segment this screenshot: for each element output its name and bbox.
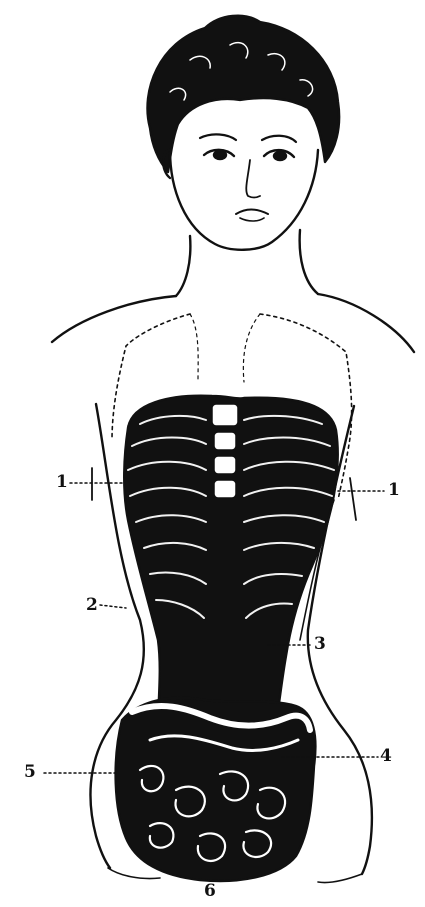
face-outline [170,150,318,250]
right-eyebrow [262,136,296,142]
label-5: 5 [24,764,36,781]
right-tick [350,478,356,520]
label-1-right: 1 [388,482,400,499]
nose [246,160,260,198]
left-eyebrow [200,134,236,140]
right-shoulder [318,294,414,352]
left-shoulder [52,296,176,342]
neck-right [300,230,318,294]
hip-contour-right [318,874,362,883]
label-3: 3 [314,636,326,653]
lung-inner-left [190,314,198,380]
lower-lip [240,218,264,221]
left-pupil [214,151,226,159]
leader-2 [100,605,126,608]
right-pupil [274,152,286,160]
mouth [236,210,268,215]
label-6: 6 [204,883,216,900]
label-2: 2 [86,597,98,614]
hip-contour-left [108,868,160,879]
neck-left [176,236,190,296]
label-4: 4 [380,748,392,765]
lung-inner-right [243,314,260,382]
label-1-left: 1 [56,474,68,491]
